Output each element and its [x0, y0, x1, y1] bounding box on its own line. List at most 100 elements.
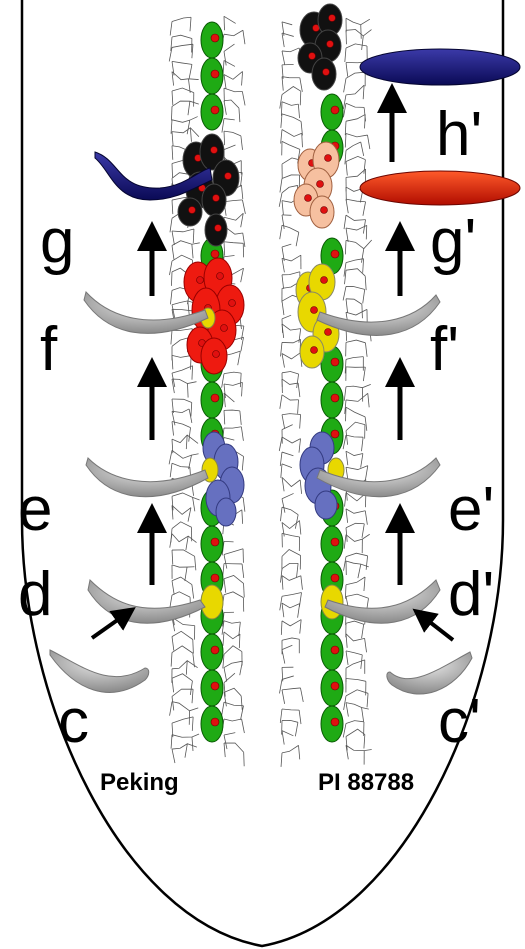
- cortex-cell-wall: [282, 379, 298, 384]
- stage-label-c-prime: c': [438, 687, 481, 756]
- cortex-cell-wall: [346, 407, 365, 417]
- cortex-cell-wall: [170, 534, 172, 548]
- cortex-cell-wall: [362, 524, 364, 538]
- cortex-cell-wall: [365, 466, 367, 480]
- cortex-cell-wall: [172, 550, 173, 564]
- cortex-cell-wall: [282, 415, 285, 429]
- cortex-cell-wall: [193, 497, 195, 511]
- cortex-cell-wall: [346, 357, 363, 360]
- cortex-cell-wall: [188, 301, 189, 315]
- cortex-cell-wall: [346, 393, 368, 401]
- cortex-cell-wall: [282, 354, 284, 368]
- cell-nucleus: [217, 273, 224, 280]
- cortex-cell-wall: [279, 437, 282, 451]
- cortex-cell-wall: [282, 175, 300, 179]
- cortex-cell-wall: [346, 690, 368, 696]
- cortex-cell-wall: [346, 161, 347, 175]
- cortex-cell-wall: [224, 437, 234, 440]
- cortex-cell-wall: [282, 576, 283, 590]
- cell-nucleus: [221, 325, 228, 332]
- cortex-cell-wall: [362, 707, 364, 721]
- cell-nucleus: [321, 207, 328, 214]
- cortex-cell-wall: [281, 114, 282, 128]
- cortex-cell-wall: [172, 241, 200, 246]
- cortex-cell-wall: [188, 101, 190, 115]
- cell-nucleus: [321, 277, 328, 284]
- cortex-cell-wall: [363, 259, 364, 273]
- cortex-cell-wall: [365, 114, 366, 128]
- cell-nucleus: [211, 34, 219, 42]
- cortex-cell-wall: [298, 104, 299, 118]
- cortex-cell-wall: [242, 200, 245, 214]
- cortex-cell-wall: [344, 78, 346, 92]
- stage-label-h-prime: h': [436, 100, 482, 169]
- cortex-cell-wall: [346, 134, 367, 137]
- cortex-cell-wall: [224, 51, 226, 65]
- cortex-cell-wall: [282, 353, 300, 359]
- cortex-cell-wall: [282, 48, 299, 52]
- cortex-cell-wall: [346, 621, 364, 624]
- cortex-cell-wall: [282, 576, 301, 581]
- cortex-cell-wall: [282, 603, 300, 608]
- cortex-cell-wall: [282, 593, 302, 597]
- cortex-cell-wall: [224, 733, 235, 735]
- cortex-cell-wall: [224, 702, 243, 706]
- cortex-cell-wall: [282, 709, 299, 710]
- cortex-cell-wall: [282, 437, 301, 443]
- cortex-cell-wall: [224, 131, 225, 145]
- cell-nucleus: [331, 250, 339, 258]
- stage-label-g-prime: g': [430, 207, 476, 276]
- cortex-cell-wall: [300, 78, 302, 92]
- cortex-cell-wall: [346, 225, 367, 230]
- cortex-cell-wall: [224, 719, 242, 721]
- cortex-cell-wall: [301, 576, 303, 590]
- cortex-cell-wall: [172, 409, 189, 413]
- cortex-cell-wall: [241, 696, 242, 710]
- cortex-cell-wall: [172, 749, 175, 763]
- cortex-cell-wall: [223, 632, 224, 646]
- cortex-cell-wall: [172, 592, 190, 597]
- cortex-cell-wall: [346, 340, 365, 343]
- cortex-cell-wall: [346, 466, 368, 470]
- cortex-cell-wall: [363, 85, 364, 99]
- cortex-cell-wall: [172, 493, 200, 500]
- cortex-cell-wall: [191, 403, 192, 417]
- cortex-cell-wall: [346, 114, 365, 121]
- cortex-cell-wall: [172, 231, 174, 245]
- cortex-cell-wall: [346, 384, 371, 387]
- cortex-cell-wall: [346, 169, 366, 177]
- cortex-cell-wall: [297, 563, 299, 577]
- cell-nucleus: [327, 41, 334, 48]
- cortex-cell-wall: [172, 146, 173, 160]
- cortex-cell-wall: [239, 634, 240, 648]
- cortex-cell-wall: [365, 276, 366, 290]
- cortex-cell-wall: [279, 193, 282, 207]
- cortex-cell-wall: [346, 156, 365, 161]
- cortex-cell-wall: [172, 255, 192, 261]
- yellow-feeding-cell: [201, 585, 223, 619]
- cortex-cell-wall: [346, 240, 372, 249]
- cortex-cell-wall: [171, 653, 172, 667]
- cell-nucleus: [211, 250, 219, 258]
- cortex-cell-wall: [346, 561, 369, 567]
- cortex-cell-wall: [280, 178, 282, 192]
- cell-nucleus: [305, 195, 312, 202]
- cell-nucleus: [317, 181, 324, 188]
- cortex-cell-wall: [282, 77, 300, 78]
- cortex-cell-wall: [343, 723, 346, 737]
- cortex-cell-wall: [298, 604, 300, 618]
- cortex-cell-wall: [282, 22, 292, 25]
- cortex-cell-wall: [299, 710, 301, 724]
- cortex-cell-wall: [240, 661, 243, 675]
- stage-label-g: g: [40, 207, 74, 276]
- cortex-cell-wall: [171, 330, 172, 344]
- cortex-cell-wall: [172, 117, 198, 123]
- cortex-cell-wall: [365, 417, 367, 431]
- cell-nucleus: [311, 307, 318, 314]
- cortex-cell-wall: [192, 737, 193, 751]
- cortex-cell-wall: [282, 244, 291, 247]
- cortex-cell-wall: [243, 498, 245, 512]
- cortex-cell-wall: [170, 702, 172, 716]
- cortex-cell-wall: [344, 557, 346, 571]
